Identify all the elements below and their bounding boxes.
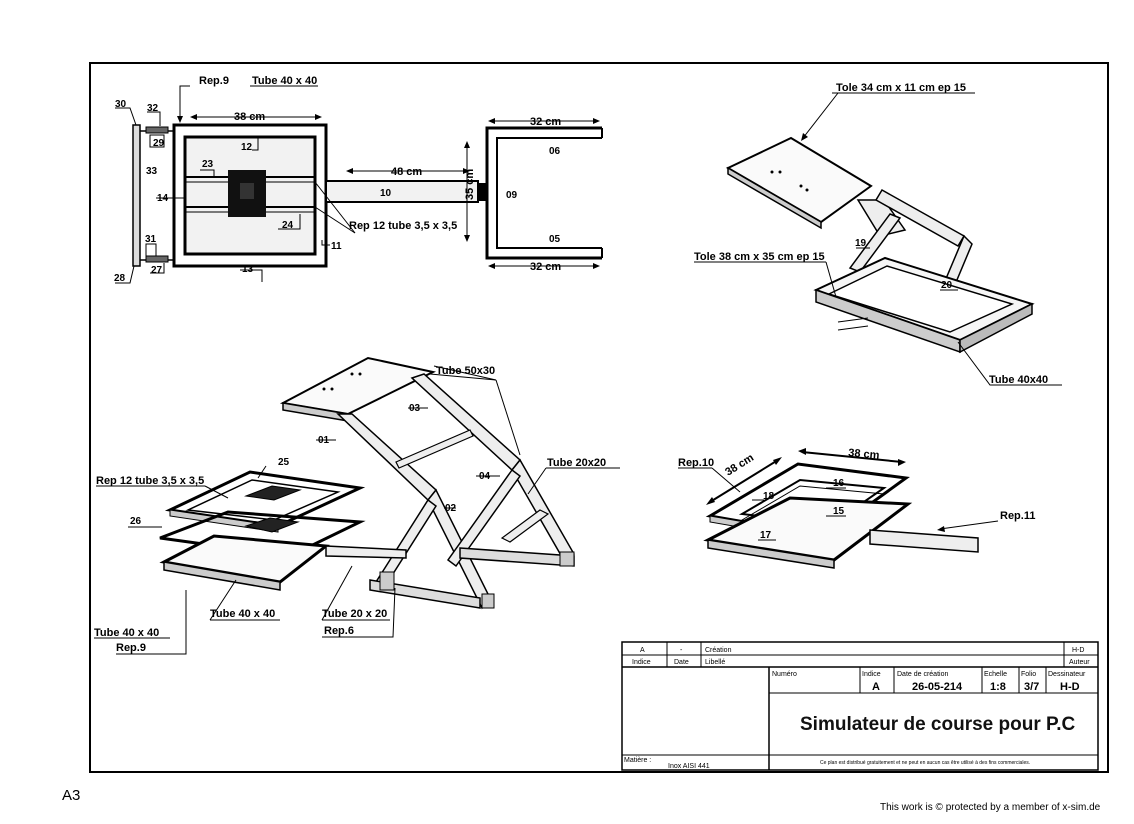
frame-view bbox=[678, 448, 999, 569]
part-30: 30 bbox=[115, 99, 127, 110]
hdr-auteur: Auteur bbox=[1069, 659, 1090, 666]
part-02: 02 bbox=[445, 503, 457, 514]
part-33: 33 bbox=[146, 166, 158, 177]
label-tube-20x20-b: Tube 20 x 20 bbox=[322, 608, 387, 620]
top-view-labels: Rep.9 Tube 40 x 40 38 cm 48 cm 35 cm 32 … bbox=[114, 75, 561, 284]
val-echelle: 1:8 bbox=[990, 681, 1006, 693]
part-29: 29 bbox=[153, 138, 165, 149]
part-28: 28 bbox=[114, 273, 126, 284]
part-24: 24 bbox=[282, 220, 294, 231]
part-13: 13 bbox=[242, 264, 254, 275]
part-09: 09 bbox=[506, 190, 518, 201]
val-indice: A bbox=[872, 681, 880, 693]
top-right-labels: Tole 34 cm x 11 cm ep 15 Tole 38 cm x 35… bbox=[694, 82, 1048, 386]
rev-creation: Création bbox=[705, 647, 732, 654]
sheet-size: A3 bbox=[62, 787, 80, 804]
part-19: 19 bbox=[855, 238, 867, 249]
hdr-numero: Numéro bbox=[772, 671, 797, 678]
notice-text: Ce plan est distribué gratuitement et ne… bbox=[820, 760, 1030, 766]
val-folio: 3/7 bbox=[1024, 681, 1039, 693]
part-18: 18 bbox=[763, 491, 775, 502]
label-tube-50x30: Tube 50x30 bbox=[436, 365, 495, 377]
part-05: 05 bbox=[549, 234, 561, 245]
top-right-view bbox=[694, 92, 1062, 386]
part-20: 20 bbox=[941, 280, 953, 291]
part-17: 17 bbox=[760, 530, 772, 541]
iso-assembly-view bbox=[94, 356, 620, 655]
label-tole-34: Tole 34 cm x 11 cm ep 15 bbox=[836, 82, 966, 94]
part-03: 03 bbox=[409, 403, 421, 414]
label-dim-38cm: 38 cm bbox=[234, 111, 265, 123]
iso-assembly-labels: Tube 50x30 Tube 20x20 Rep 12 tube 3,5 x … bbox=[94, 365, 606, 654]
part-04: 04 bbox=[479, 471, 491, 482]
label-tube-40x40-a: Tube 40 x 40 bbox=[94, 627, 159, 639]
hdr-echelle: Echelle bbox=[984, 671, 1007, 678]
part-06: 06 bbox=[549, 146, 561, 157]
hdr-indice-2: Indice bbox=[862, 671, 881, 678]
part-01: 01 bbox=[318, 435, 330, 446]
title-block-text: A - Création H-D Indice Date Libellé Aut… bbox=[624, 647, 1090, 770]
rev-hd: H-D bbox=[1072, 647, 1084, 654]
label-dim-38cm-b: 38 cm bbox=[723, 452, 756, 479]
drawing-title: Simulateur de course pour P.C bbox=[800, 714, 1076, 735]
label-rep9-top: Rep.9 bbox=[199, 75, 229, 87]
part-31: 31 bbox=[145, 234, 157, 245]
label-dim-32cm-top: 32 cm bbox=[530, 116, 561, 128]
hdr-dessinateur: Dessinateur bbox=[1048, 671, 1086, 678]
label-dim-38cm-a: 38 cm bbox=[848, 447, 880, 462]
label-rep10: Rep.10 bbox=[678, 457, 714, 469]
label-dim-48cm: 48 cm bbox=[391, 166, 422, 178]
rev-a: A bbox=[640, 647, 645, 654]
label-tole-38: Tole 38 cm x 35 cm ep 15 bbox=[694, 251, 825, 263]
val-dessinateur: H-D bbox=[1060, 681, 1080, 693]
label-dim-32cm-bottom: 32 cm bbox=[530, 261, 561, 273]
label-rep11: Rep.11 bbox=[1000, 510, 1035, 522]
part-27: 27 bbox=[151, 265, 163, 276]
part-16: 16 bbox=[833, 478, 845, 489]
hdr-folio: Folio bbox=[1021, 671, 1036, 678]
label-tube-40x40-top: Tube 40 x 40 bbox=[252, 75, 317, 87]
part-26: 26 bbox=[130, 516, 142, 527]
part-25: 25 bbox=[278, 457, 290, 468]
val-matiere: Inox AISI 441 bbox=[668, 763, 710, 770]
part-32: 32 bbox=[147, 103, 159, 114]
val-date: 26-05-214 bbox=[912, 681, 963, 693]
label-rep6: Rep.6 bbox=[324, 625, 354, 637]
top-view bbox=[115, 85, 603, 284]
part-10: 10 bbox=[380, 188, 392, 199]
label-rep9-iso: Rep.9 bbox=[116, 642, 146, 654]
part-23: 23 bbox=[202, 159, 214, 170]
hdr-date: Date bbox=[674, 659, 689, 666]
label-tube-20x20: Tube 20x20 bbox=[547, 457, 606, 469]
credit-line: This work is © protected by a member of … bbox=[880, 802, 1101, 813]
label-rep12-tube-iso: Rep 12 tube 3,5 x 3,5 bbox=[96, 475, 204, 487]
hdr-matiere: Matière : bbox=[624, 757, 651, 764]
hdr-indice: Indice bbox=[632, 659, 651, 666]
label-rep12-tube-top: Rep 12 tube 3,5 x 3,5 bbox=[349, 220, 457, 232]
title-block bbox=[621, 641, 1099, 771]
rev-dash: - bbox=[680, 647, 683, 654]
label-tube-40x40-b: Tube 40 x 40 bbox=[210, 608, 275, 620]
part-12: 12 bbox=[241, 142, 253, 153]
label-dim-35cm: 35 cm bbox=[464, 169, 476, 200]
part-14: 14 bbox=[157, 193, 169, 204]
part-11: 11 bbox=[331, 241, 342, 252]
sheet-border bbox=[89, 62, 1109, 773]
hdr-libelle: Libellé bbox=[705, 659, 725, 666]
hdr-date-creation: Date de création bbox=[897, 671, 948, 678]
part-15: 15 bbox=[833, 506, 845, 517]
label-tube-40x40-right: Tube 40x40 bbox=[989, 374, 1048, 386]
